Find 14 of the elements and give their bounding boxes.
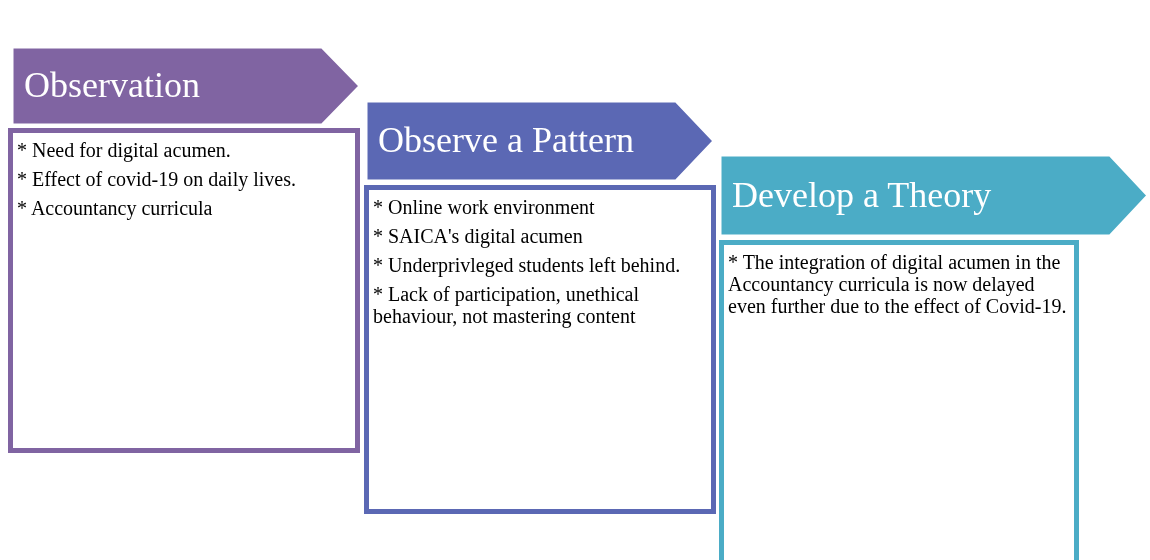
heading: Observation (24, 67, 200, 103)
bullet-text: * SAICA's digital acumen (373, 225, 584, 247)
text-box (719, 240, 1079, 560)
bullet-text: * Effect of covid-19 on daily lives. (17, 168, 297, 190)
text-box (364, 185, 716, 514)
heading: Develop a Theory (732, 176, 992, 213)
text-box (8, 128, 360, 453)
bullet-text: * Underprivleged students left behind. (373, 254, 682, 276)
heading: Observe a Pattern (378, 122, 634, 158)
bullet-text: * Need for digital acumen. (17, 139, 232, 161)
bullet-text: * Accountancy curricula (17, 197, 214, 219)
bullet-text: * Online work environment (373, 196, 596, 218)
bullet-text: * The integration of digital acumen in the Accountancy curricula is now delayed even further due to the effect of Covid-19. (728, 251, 1068, 317)
bullet-text: * Lack of participation, unethical behaviour, not mastering content (373, 283, 640, 327)
